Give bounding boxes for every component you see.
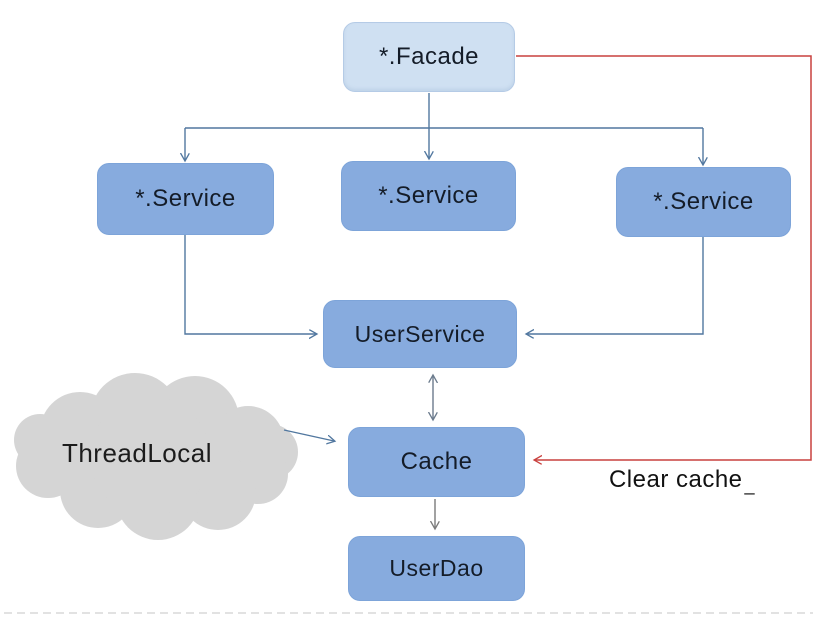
node-service-left-label: *.Service	[135, 185, 236, 212]
node-facade: *.Facade	[343, 22, 515, 92]
node-facade-label: *.Facade	[378, 43, 480, 70]
clear-cache-cursor: _	[744, 475, 756, 495]
node-cache-label: Cache	[400, 448, 473, 475]
clear-cache-text: Clear cache	[608, 466, 743, 493]
clear-cache-annotation: Clear cache_	[592, 466, 772, 496]
edge-facade-to-cache-clear	[516, 55, 812, 460]
node-userservice: UserService	[323, 300, 517, 368]
edge-service-left-to-userservice	[184, 235, 316, 334]
thread-local-cloud	[14, 373, 298, 540]
node-userdao: UserDao	[348, 536, 525, 601]
edge-facade-to-services	[185, 93, 703, 164]
node-service-mid-label: *.Service	[378, 182, 479, 209]
node-service-left: *.Service	[97, 163, 274, 235]
node-userdao-label: UserDao	[389, 555, 484, 581]
edge-service-right-to-userservice	[527, 237, 704, 334]
node-userservice-label: UserService	[354, 320, 486, 347]
node-service-mid: *.Service	[341, 161, 516, 231]
node-cache: Cache	[348, 427, 525, 497]
node-service-right: *.Service	[616, 167, 791, 237]
node-service-right-label: *.Service	[653, 188, 754, 215]
edge-threadlocal-to-cache	[283, 429, 334, 441]
thread-local-label: ThreadLocal	[61, 438, 213, 468]
